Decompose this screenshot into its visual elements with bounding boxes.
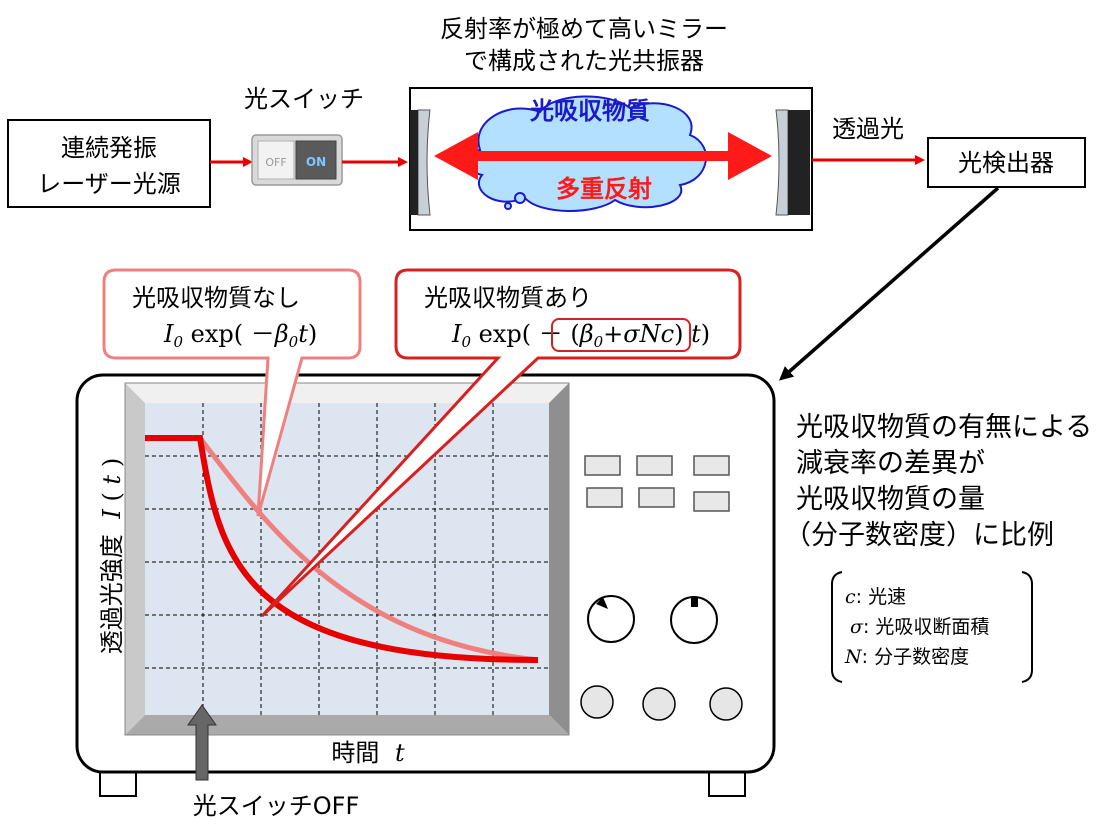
legend-n-text: : 分子数密度 — [862, 646, 969, 668]
scope-button[interactable] — [636, 455, 673, 476]
scope-buttons — [584, 455, 730, 512]
formula-with-N: N — [639, 320, 662, 348]
laser-source-line2: レーザー光源 — [37, 170, 181, 198]
scope-round-button[interactable] — [642, 687, 676, 721]
callout-without-absorber: 光吸収物質なし I0 exp( －β0t) — [102, 268, 362, 517]
symbol-legend: c: 光速 σ: 光吸収断面積 N: 分子数密度 — [831, 571, 1033, 683]
legend-sigma-symbol: σ — [850, 616, 864, 638]
formula-without-sub0b: 0 — [289, 333, 299, 351]
scope-button[interactable] — [693, 455, 730, 476]
callout-without-title: 光吸収物質なし — [132, 284, 300, 312]
legend-c-text: : 光速 — [856, 586, 906, 608]
formula-with-I: I — [451, 320, 462, 348]
formula-without-t: t — [298, 320, 308, 348]
cavity-title-line2: で構成された光共振器 — [464, 47, 704, 75]
detector-box: 光検出器 — [927, 137, 1086, 188]
cavity-title-line1: 反射率が極めて高いミラー — [440, 15, 728, 43]
scope-button[interactable] — [586, 487, 623, 508]
decay-curve-without-absorber — [198, 436, 539, 663]
formula-with-plus: + — [603, 320, 623, 348]
formula-with-t: t — [684, 320, 702, 348]
formula-with-exp: exp( － ( — [471, 320, 580, 348]
legend-c-symbol: c — [845, 586, 856, 608]
explanation-line4: （分子数密度）に比例 — [784, 520, 1054, 551]
switch-off-label: 光スイッチOFF — [193, 792, 360, 820]
legend-n: N: 分子数密度 — [844, 646, 969, 668]
callout-with-absorber: 光吸収物質あり I0 exp( － (β0+σNc) t) — [260, 268, 742, 618]
formula-with-sigma: σ — [623, 320, 640, 348]
explanation-line2: 減衰率の差異が — [796, 448, 985, 479]
formula-with-c: c — [661, 320, 674, 348]
formula-with-close-paren: ) — [674, 320, 683, 348]
y-axis-paren-open: ( — [98, 492, 126, 501]
legend-sigma-text: : 光吸収断面積 — [863, 616, 989, 638]
y-axis-label-text: 透過光強度 — [98, 534, 126, 654]
transmitted-label: 透過光 — [832, 115, 904, 143]
laser-source-box: 連続発振 レーザー光源 — [7, 119, 211, 208]
legend-c: c: 光速 — [845, 586, 906, 608]
arrow-detector-to-scope — [778, 186, 1000, 381]
formula-with-sub0b: 0 — [594, 333, 604, 351]
switch-off-text: OFF — [265, 156, 286, 169]
legend-bracket-left — [831, 571, 843, 683]
explanation: 光吸収物質の有無による 減衰率の差異が 光吸収物質の量 （分子数密度）に比例 — [784, 412, 1092, 551]
scope-round-button[interactable] — [709, 687, 743, 721]
switch-off-arrow — [187, 704, 217, 781]
y-axis-symbol-t: t — [98, 474, 126, 484]
callout-with-title: 光吸収物質あり — [424, 284, 592, 312]
x-axis-label: 時間 t — [331, 739, 405, 767]
formula-without: I0 exp( －β0t) — [163, 320, 317, 351]
switch-on-text: ON — [306, 155, 326, 169]
formula-with-sub0: 0 — [461, 333, 471, 351]
formula-with-close: ) — [701, 320, 710, 348]
scope-foot-left — [99, 769, 137, 797]
y-axis-paren-close: ) — [98, 458, 126, 467]
formula-highlight-box — [551, 318, 691, 352]
y-axis-symbol-I: I — [98, 509, 126, 520]
detector-label: 光検出器 — [958, 149, 1054, 177]
scope-button[interactable] — [584, 455, 621, 476]
decay-curve-with-absorber — [145, 435, 539, 663]
laser-source-line1: 連続発振 — [61, 134, 157, 162]
formula-without-exp: exp( － — [183, 320, 275, 348]
svg-text:透過光強度 I ( t: 透過光強度 I ( t ) — [98, 458, 126, 654]
scope-round-button[interactable] — [580, 685, 614, 719]
explanation-line1: 光吸収物質の有無による — [796, 412, 1092, 443]
legend-sigma: σ: 光吸収断面積 — [850, 616, 989, 638]
scope-button[interactable] — [638, 487, 675, 508]
scope-foot-right — [708, 769, 746, 797]
multi-reflection-label: 多重反射 — [556, 175, 652, 203]
formula-without-sub0: 0 — [173, 333, 183, 351]
optical-switch-icon: OFF ON — [251, 134, 343, 186]
explanation-line3: 光吸収物質の量 — [796, 484, 985, 515]
beam-right-arrowhead — [728, 132, 772, 180]
switch-label: 光スイッチ — [244, 85, 364, 113]
oscilloscope — [75, 373, 776, 797]
x-axis-symbol-t: t — [395, 739, 405, 767]
legend-bracket-right — [1021, 571, 1033, 683]
formula-without-beta: β — [274, 320, 289, 348]
legend-n-symbol: N — [844, 646, 863, 668]
y-axis-label: 透過光強度 I ( t ) — [98, 458, 126, 654]
optical-cavity: 光吸収物質 多重反射 — [409, 87, 813, 231]
x-axis-label-text: 時間 — [331, 739, 379, 767]
scope-button[interactable] — [693, 491, 730, 512]
absorber-label: 光吸収物質 — [529, 97, 650, 125]
formula-without-I: I — [163, 320, 174, 348]
formula-without-close: ) — [308, 320, 317, 348]
formula-with-beta: β — [579, 320, 594, 348]
scope-knob-left[interactable] — [587, 595, 635, 643]
formula-with: I0 exp( － (β0+σNc) t) — [451, 320, 710, 351]
beam-left-arrowhead — [434, 132, 478, 180]
